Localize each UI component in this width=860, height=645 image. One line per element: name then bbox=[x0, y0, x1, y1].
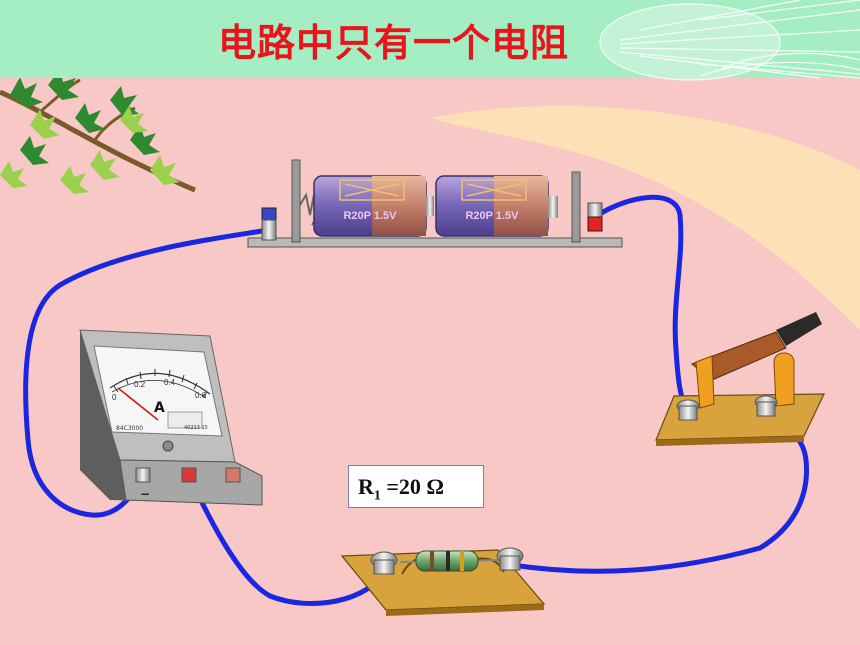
ammeter-scale-label: 0 bbox=[112, 393, 117, 402]
zero-adjust-knob bbox=[162, 440, 174, 452]
ammeter-needle bbox=[117, 387, 159, 421]
ammeter-dial: 0 0.2 0.4 0.6 A 84C3000 40213 15 bbox=[93, 345, 223, 437]
ammeter: 0 0.2 0.4 0.6 A 84C3000 40213 15 − bbox=[79, 329, 263, 506]
switch-terminal-left bbox=[676, 399, 700, 421]
battery-cell: R20P 1.5V bbox=[435, 175, 558, 237]
sun-rays-decoration bbox=[599, 0, 860, 81]
title-bar bbox=[0, 0, 860, 81]
connecting-wires bbox=[23, 194, 810, 606]
resistor-body bbox=[399, 550, 505, 572]
resistor-symbol: R bbox=[358, 474, 374, 499]
battery-cell: R20P 1.5V bbox=[313, 175, 434, 237]
ammeter-scale-label: 0.6 bbox=[195, 391, 207, 400]
resistor-board bbox=[340, 547, 546, 616]
wire-battery-to-ammeter bbox=[23, 227, 271, 518]
battery-cell-label: R20P 1.5V bbox=[343, 210, 397, 222]
ammeter-terminal-0-6 bbox=[181, 467, 197, 483]
battery-negative-terminal bbox=[261, 207, 277, 241]
page-title: 电路中只有一个电阻 bbox=[218, 21, 570, 65]
battery-cell-label: R20P 1.5V bbox=[465, 210, 519, 222]
resistor-terminal-right bbox=[496, 547, 524, 571]
battery-holder: R20P 1.5V R20P 1.5V bbox=[247, 159, 623, 248]
wire-ammeter-to-resistor bbox=[187, 475, 389, 606]
battery-positive-terminal bbox=[587, 202, 603, 232]
ammeter-terminal-3 bbox=[225, 467, 241, 483]
ammeter-scale-label: 0.4 bbox=[164, 378, 176, 387]
resistor-value: =20 Ω bbox=[380, 474, 445, 499]
ammeter-terminal-negative: − bbox=[135, 467, 151, 501]
ammeter-model-text: 84C3000 bbox=[116, 425, 143, 432]
ammeter-terminal-mark: − bbox=[140, 487, 150, 501]
switch-handle bbox=[776, 312, 822, 346]
wire-battery-to-switch bbox=[595, 194, 691, 413]
ammeter-unit-symbol: A bbox=[154, 400, 165, 416]
resistor-value-label: R1 =20 Ω bbox=[348, 465, 484, 508]
knife-switch bbox=[655, 312, 825, 446]
switch-terminal-right bbox=[754, 395, 778, 417]
resistor-terminal-left bbox=[370, 551, 398, 575]
resistor-subscript: 1 bbox=[373, 488, 381, 504]
ammeter-scale-label: 0.2 bbox=[134, 380, 146, 389]
wire-resistor-to-switch bbox=[509, 415, 810, 574]
ammeter-serial-text: 40213 15 bbox=[184, 425, 208, 431]
